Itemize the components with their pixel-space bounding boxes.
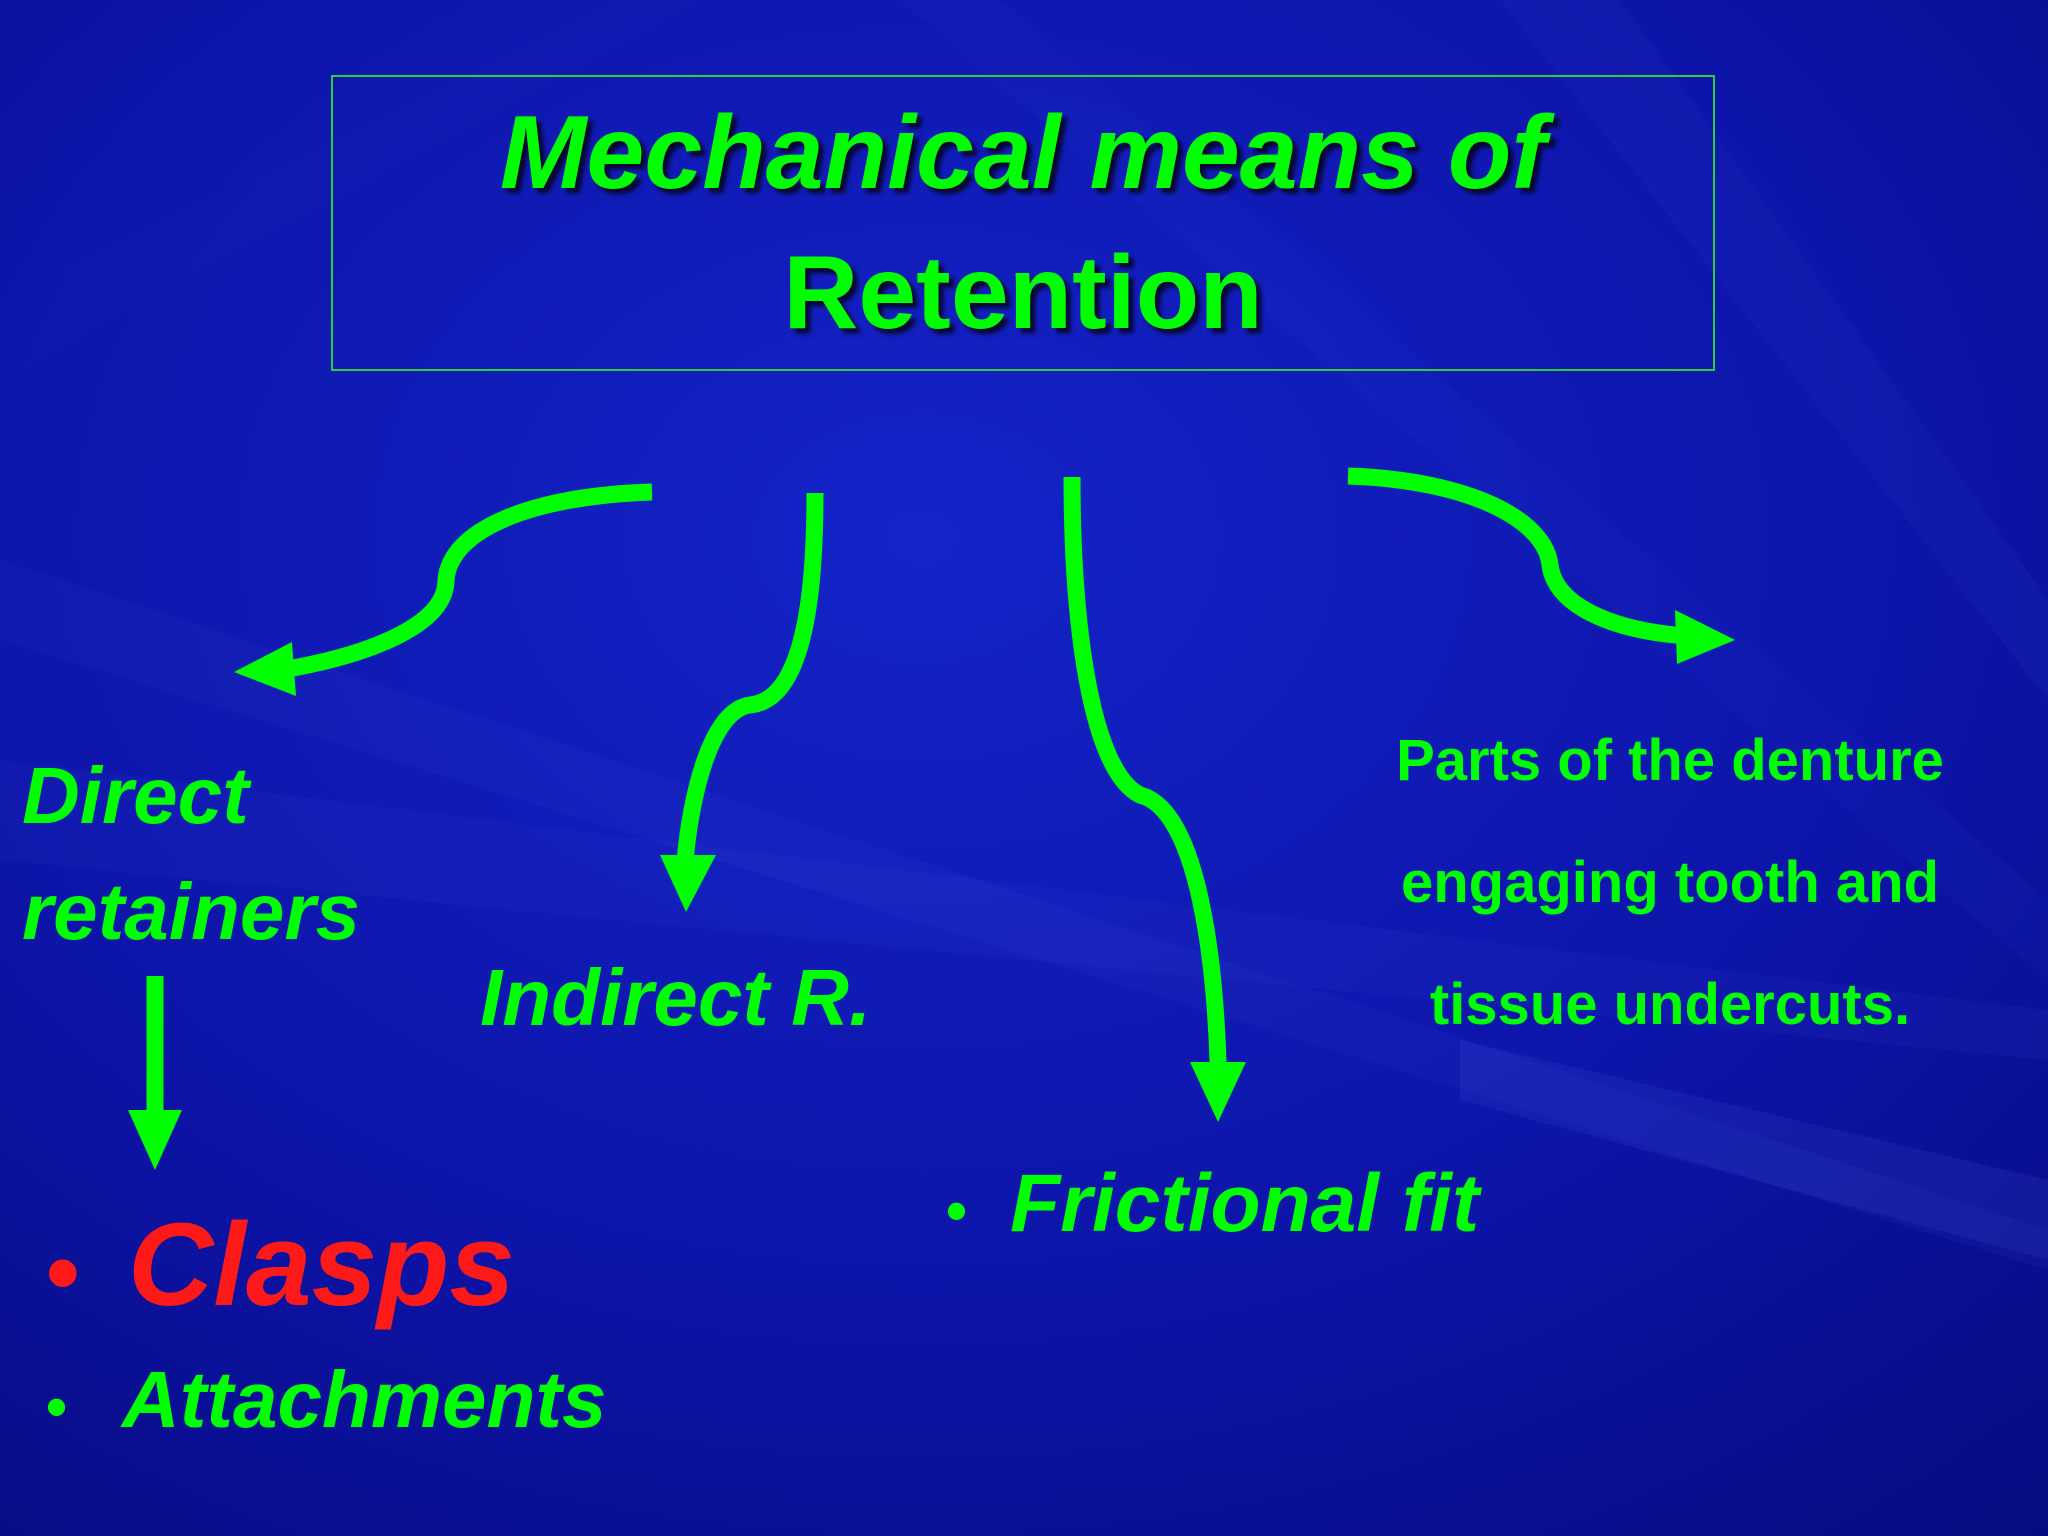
parts-line-3: tissue undercuts.	[1429, 972, 1911, 1037]
list-item-clasps: • Clasps	[46, 1200, 515, 1338]
list-item-frictional-fit: • Frictional fit	[946, 1152, 1479, 1263]
title-box: Mechanical means of Retention	[331, 75, 1715, 371]
slide-title-line-2: Retention	[783, 235, 1263, 351]
clasps-label: Clasps	[128, 1199, 515, 1331]
direct-retainers-line-1: Direct	[22, 751, 249, 840]
parts-of-denture-label: Parts of the denture engaging tooth and …	[1340, 700, 2000, 1066]
direct-retainers-line-2: retainers	[22, 867, 360, 956]
slide-title-line-1: Mechanical means of	[499, 95, 1547, 211]
parts-line-2: engaging tooth and	[1400, 850, 1940, 915]
direct-retainers-label: Direct retainers	[22, 738, 360, 970]
list-item-attachments: • Attachments	[46, 1350, 607, 1457]
bullet-icon: •	[946, 1177, 968, 1244]
indirect-retainers-label: Indirect R.	[480, 953, 872, 1042]
frictional-fit-label: Frictional fit	[1010, 1158, 1480, 1249]
bullet-icon: •	[46, 1219, 80, 1326]
attachments-label: Attachments	[122, 1355, 607, 1444]
bullet-icon: •	[46, 1373, 68, 1440]
parts-line-1: Parts of the denture	[1396, 728, 1944, 793]
